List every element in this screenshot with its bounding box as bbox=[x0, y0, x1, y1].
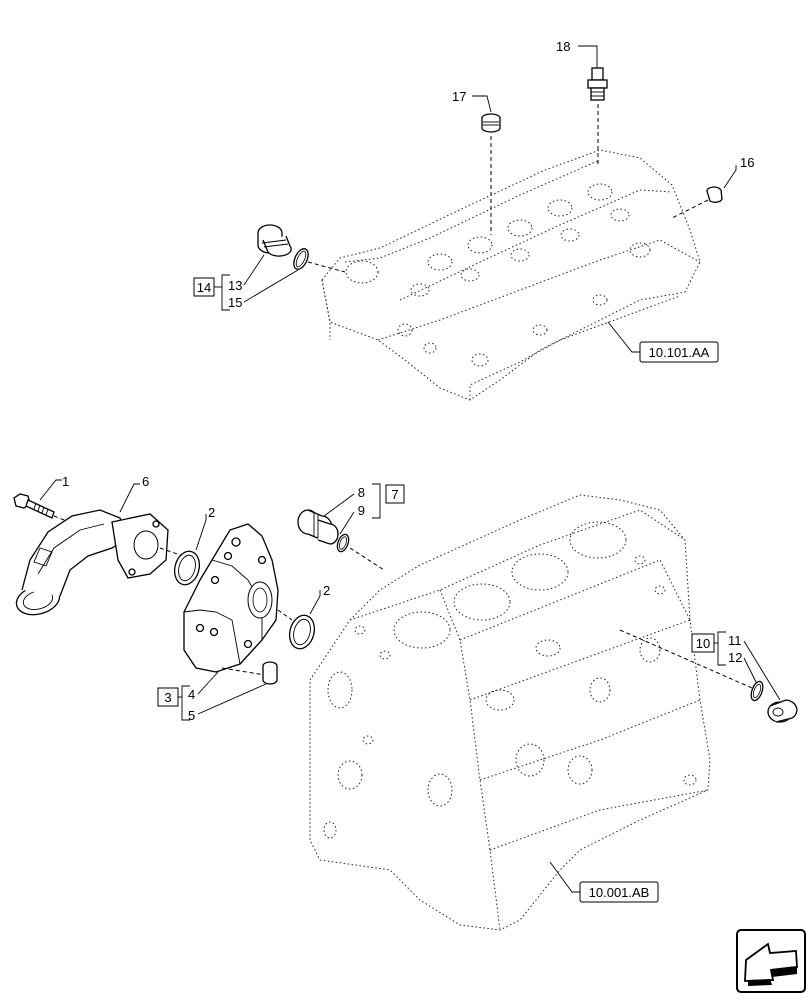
callout-3: 3 bbox=[164, 690, 171, 705]
group-7: 7 8 9 bbox=[323, 483, 405, 535]
callout-15: 15 bbox=[228, 295, 242, 310]
leader-1 bbox=[39, 479, 62, 501]
svg-text:10.101.AA: 10.101.AA bbox=[649, 345, 710, 360]
part-9-oring bbox=[336, 533, 350, 553]
callout-2a: 2 bbox=[208, 505, 215, 520]
callout-4: 4 bbox=[188, 687, 195, 702]
part-1-bolt bbox=[13, 493, 55, 519]
callout-7: 7 bbox=[391, 487, 398, 502]
part-18-sensor bbox=[587, 67, 608, 101]
callout-11: 11 bbox=[728, 633, 742, 648]
arrow-icon[interactable] bbox=[736, 929, 806, 993]
leader-18 bbox=[578, 45, 598, 68]
axis-2 bbox=[277, 609, 293, 621]
axis-8 bbox=[349, 547, 385, 571]
callout-12: 12 bbox=[728, 650, 742, 665]
callout-6: 6 bbox=[142, 474, 149, 489]
leader-cylinder-head bbox=[607, 321, 640, 353]
group-3: 3 4 5 bbox=[157, 671, 267, 723]
group-14: 14 13 15 bbox=[193, 254, 299, 311]
callout-1: 1 bbox=[62, 474, 69, 489]
callout-14: 14 bbox=[197, 280, 211, 295]
callout-17: 17 bbox=[452, 89, 466, 104]
callout-16: 16 bbox=[740, 155, 754, 170]
leader-6 bbox=[119, 483, 140, 513]
leader-2b bbox=[309, 590, 321, 615]
reference-cylinder-head[interactable]: 10.101.AA bbox=[639, 341, 719, 363]
part-12-oring bbox=[750, 680, 764, 702]
callout-9: 9 bbox=[358, 503, 365, 518]
part-15-oring bbox=[293, 248, 309, 270]
axis-11 bbox=[619, 629, 753, 689]
part-16-plug bbox=[706, 186, 723, 203]
axis-4 bbox=[221, 667, 266, 676]
leader-17 bbox=[472, 95, 492, 113]
leader-16 bbox=[723, 165, 737, 189]
part-4-thermostat-housing bbox=[183, 523, 279, 673]
part-8-plug bbox=[297, 509, 339, 545]
part-5-pin bbox=[262, 661, 278, 685]
part-2-oring-right bbox=[288, 614, 316, 650]
cylinder-head-outline bbox=[321, 149, 701, 401]
callout-8: 8 bbox=[358, 485, 365, 500]
leader-engine-block bbox=[549, 861, 580, 893]
part-2-oring-left bbox=[173, 550, 201, 586]
callout-13: 13 bbox=[228, 278, 242, 293]
svg-text:10.001.AB: 10.001.AB bbox=[589, 885, 650, 900]
leader-2a bbox=[195, 514, 207, 551]
axis-16 bbox=[671, 199, 709, 219]
engine-block-outline bbox=[309, 494, 711, 931]
group-10: 10 11 12 bbox=[691, 631, 781, 701]
part-6-elbow-pipe bbox=[15, 509, 169, 616]
callout-18: 18 bbox=[556, 39, 570, 54]
callout-5: 5 bbox=[188, 708, 195, 723]
callout-10: 10 bbox=[696, 636, 710, 651]
reference-engine-block[interactable]: 10.001.AB bbox=[579, 881, 659, 903]
callout-2b: 2 bbox=[323, 583, 330, 598]
part-17-plug bbox=[481, 113, 501, 133]
axis-13 bbox=[307, 261, 346, 273]
part-11-plug bbox=[767, 699, 798, 723]
part-13-plug bbox=[257, 224, 292, 257]
